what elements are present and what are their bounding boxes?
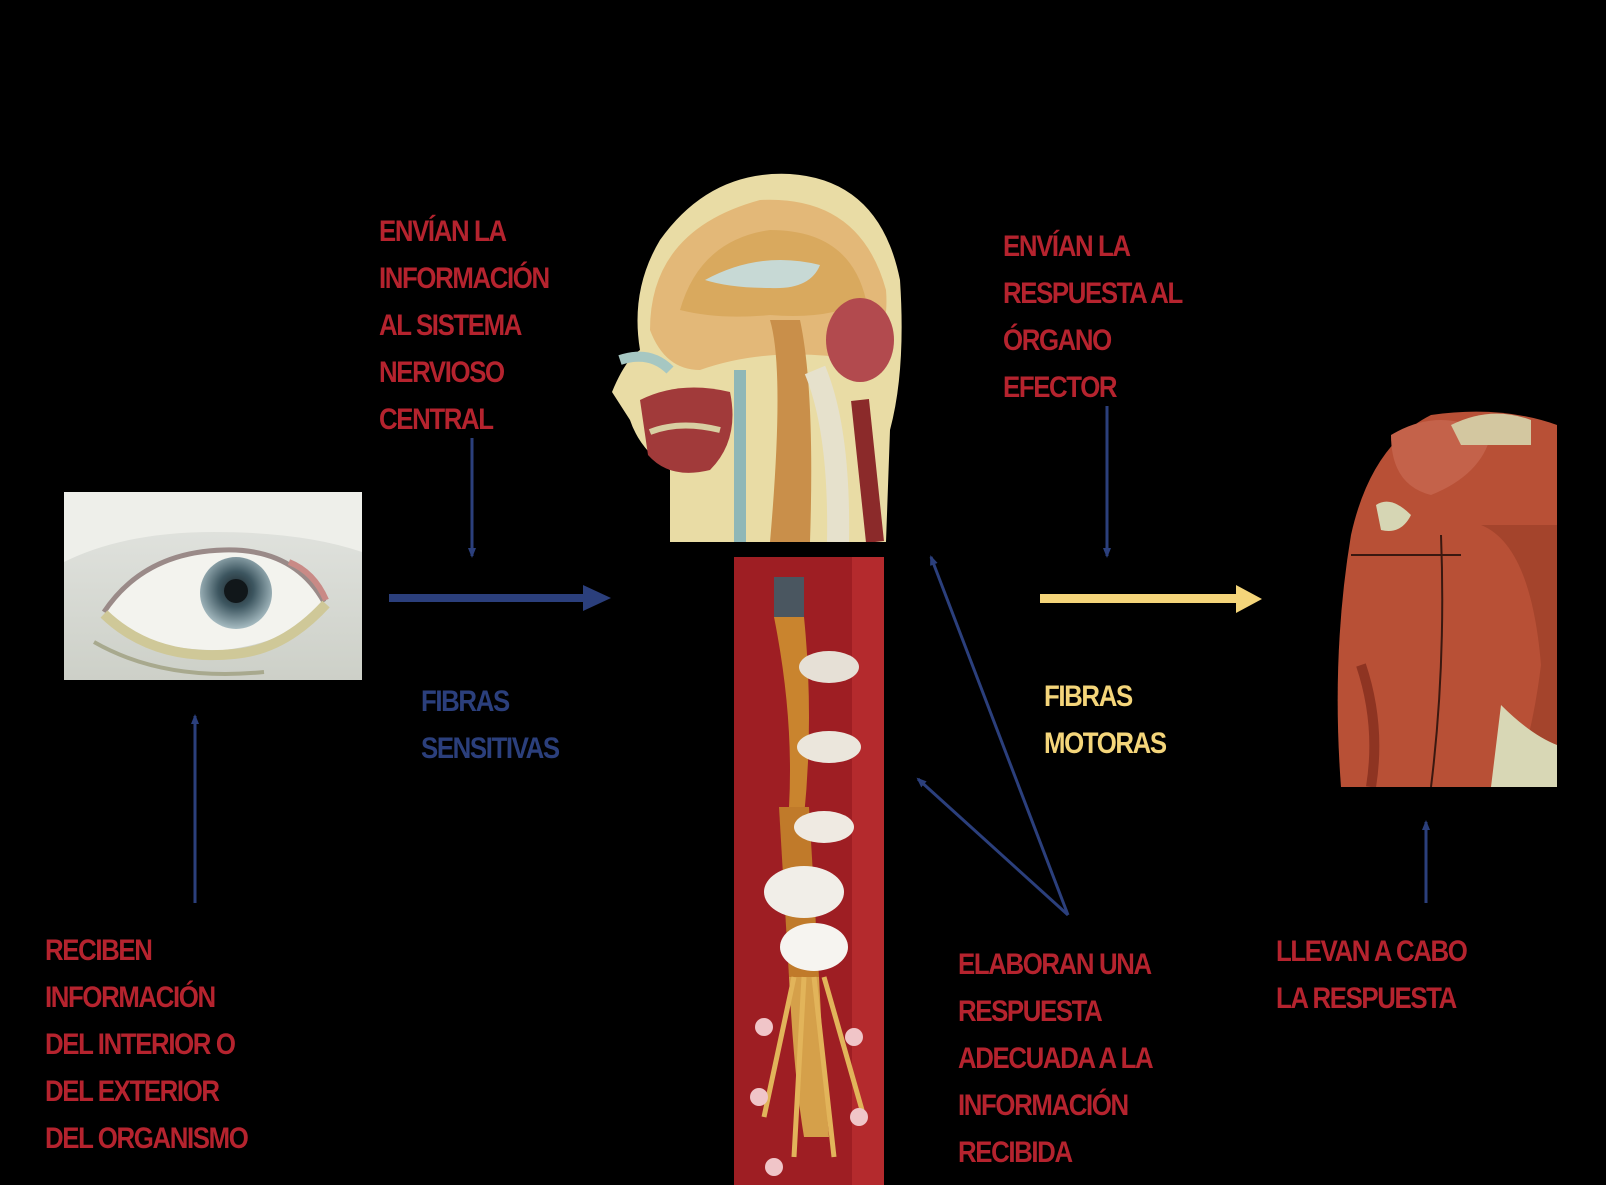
label-line: LA RESPUESTA [1276,975,1466,1022]
sensory-fibers-arrow [389,585,611,611]
sensory-fibers-label: FIBRAS SENSITIVAS [421,678,559,772]
label-line: FIBRAS [421,678,559,725]
label-line: INFORMACIÓN [958,1082,1152,1129]
label-line: ELABORAN UNA [958,941,1152,988]
cns-response-label: ELABORAN UNA RESPUESTA ADECUADA A LA INF… [958,941,1152,1176]
label-line: SENSITIVAS [421,725,559,772]
label-line: RESPUESTA [958,988,1152,1035]
label-line: DEL EXTERIOR [45,1068,247,1115]
motor-fibers-arrow [1040,585,1262,613]
label-line: EFECTOR [1003,364,1182,411]
label-line: MOTORAS [1044,720,1166,767]
label-line: DEL ORGANISMO [45,1115,247,1162]
label-line: ENVÍAN LA [1003,223,1182,270]
label-line: CENTRAL [379,396,549,443]
sensory-send-label: ENVÍAN LA INFORMACIÓN AL SISTEMA NERVIOS… [379,208,549,443]
motor-fibers-label: FIBRAS MOTORAS [1044,673,1166,767]
label-line: RECIBIDA [958,1129,1152,1176]
label-line: NERVIOSO [379,349,549,396]
motor-send-label: ENVÍAN LA RESPUESTA AL ÓRGANO EFECTOR [1003,223,1182,411]
label-line: AL SISTEMA [379,302,549,349]
label-line: DEL INTERIOR O [45,1021,247,1068]
label-line: FIBRAS [1044,673,1166,720]
label-line: ÓRGANO [1003,317,1182,364]
label-line: LLEVAN A CABO [1276,928,1466,975]
label-line: INFORMACIÓN [45,974,247,1021]
label-line: ENVÍAN LA [379,208,549,255]
receptors-label: RECIBEN INFORMACIÓN DEL INTERIOR O DEL E… [45,927,247,1162]
label-line: RESPUESTA AL [1003,270,1182,317]
arrow-to-spinal-cord [918,779,1068,915]
label-line: INFORMACIÓN [379,255,549,302]
effector-label: LLEVAN A CABO LA RESPUESTA [1276,928,1466,1022]
label-line: RECIBEN [45,927,247,974]
label-line: ADECUADA A LA [958,1035,1152,1082]
